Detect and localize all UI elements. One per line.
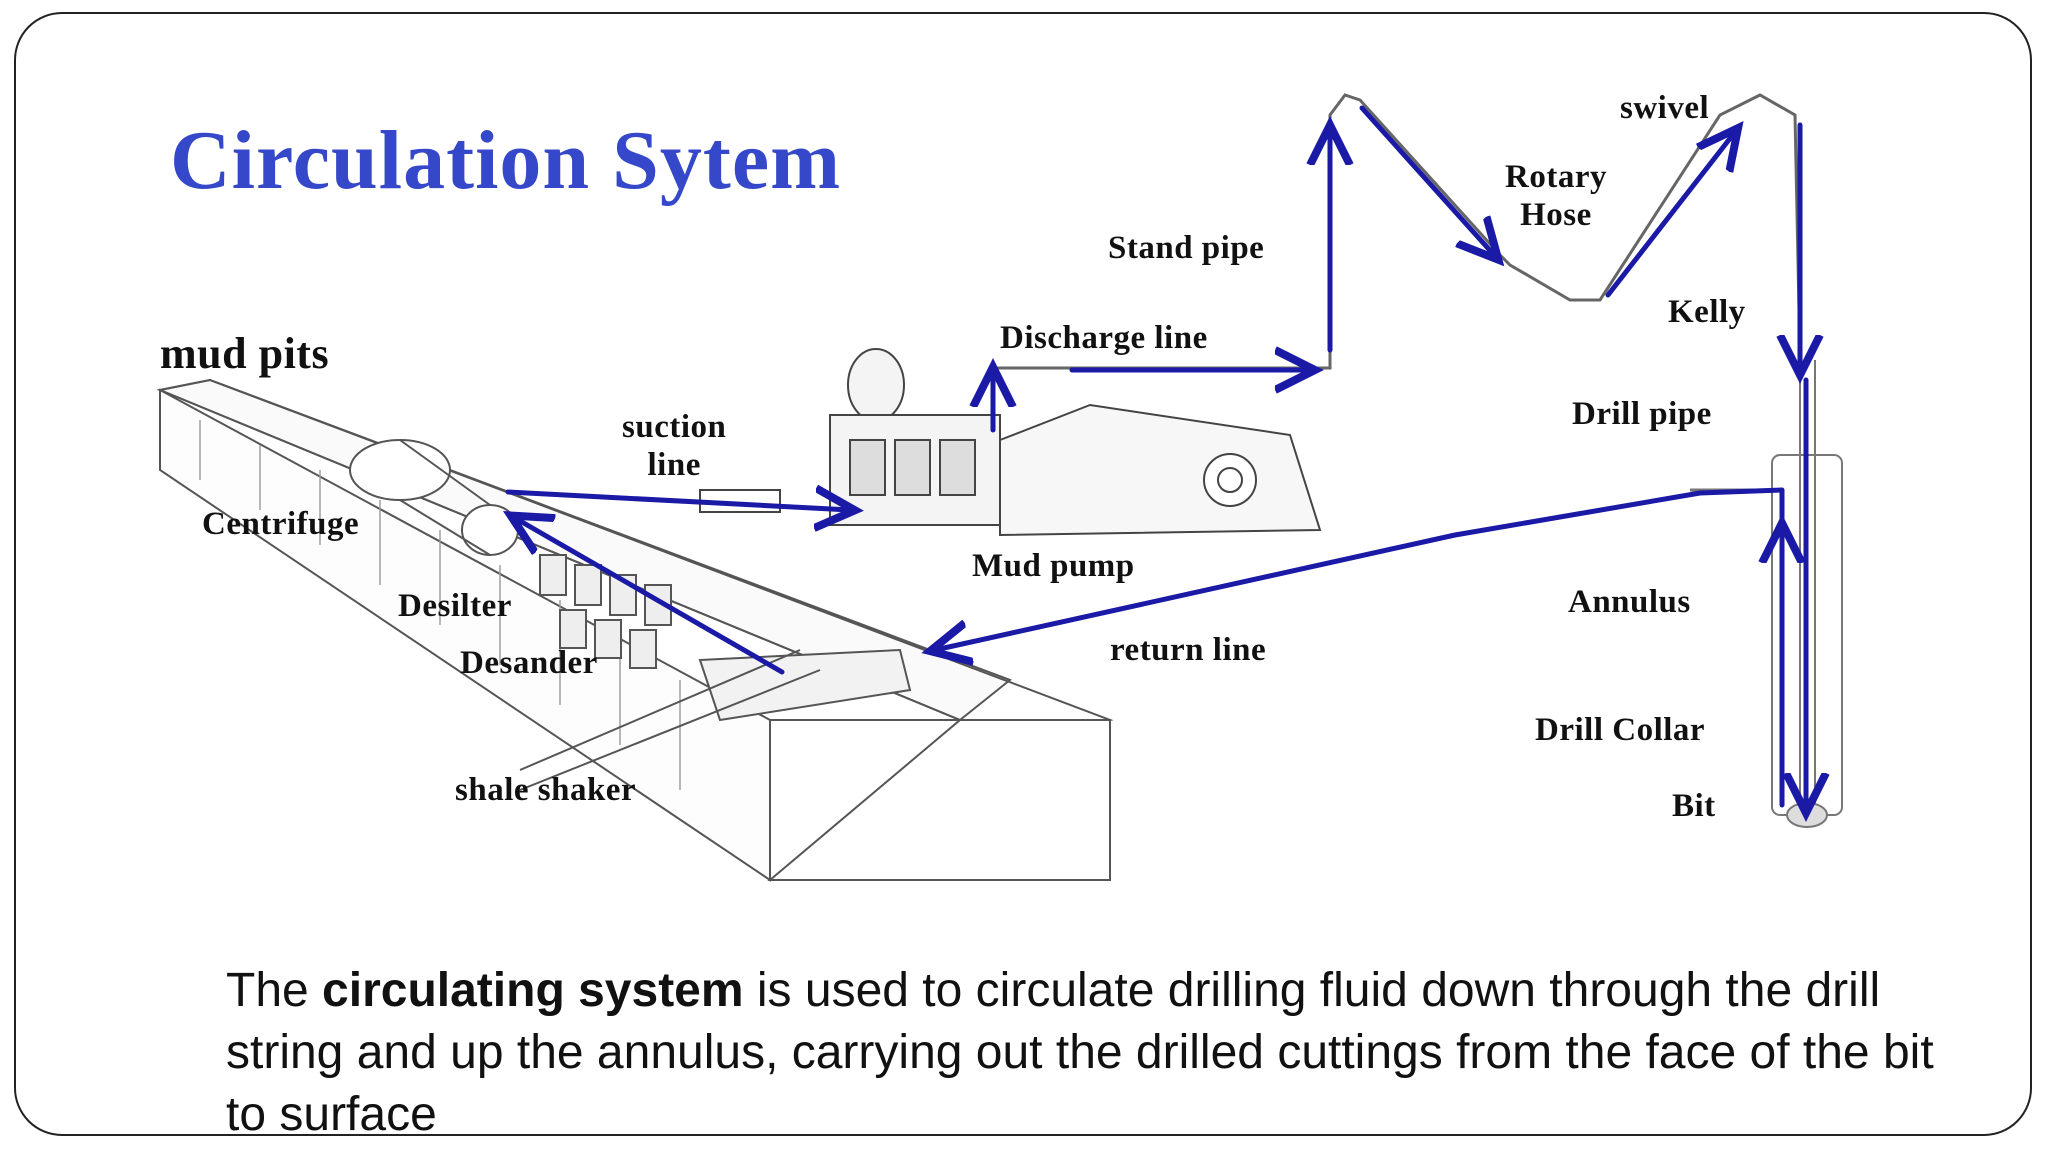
label-mud-pump: Mud pump — [972, 548, 1135, 584]
label-desander: Desander — [460, 645, 598, 681]
label-shale-shaker: shale shaker — [455, 772, 637, 808]
label-desilter: Desilter — [398, 588, 512, 624]
mud-pits-tank — [156, 378, 1114, 882]
hose-down-arrow — [1359, 105, 1495, 256]
label-kelly: Kelly — [1668, 294, 1746, 330]
wellbore — [1690, 360, 1843, 828]
label-centrifuge: Centrifuge — [202, 506, 360, 542]
label-rotary-hose-1: Rotary — [1505, 159, 1607, 195]
flow-arrows — [505, 105, 1806, 808]
label-suction-line-1: suction — [622, 409, 727, 445]
label-suction-line: suction line — [622, 408, 726, 484]
suction-arrow — [505, 492, 850, 510]
label-annulus: Annulus — [1568, 584, 1691, 620]
hose-up-arrow — [1605, 132, 1735, 298]
label-discharge-line: Discharge line — [1000, 320, 1208, 356]
label-mud-pits: mud pits — [160, 329, 330, 378]
caption-post: is used to circulate drilling fluid down… — [226, 964, 1934, 1141]
mud-pump — [699, 348, 1322, 537]
label-stand-pipe: Stand pipe — [1108, 230, 1265, 266]
label-swivel: swivel — [1620, 90, 1710, 126]
label-bit: Bit — [1672, 788, 1716, 824]
label-rotary-hose: Rotary Hose — [1505, 158, 1607, 234]
caption-pre: The — [226, 964, 323, 1017]
label-drill-pipe: Drill pipe — [1572, 396, 1712, 432]
caption-bold: circulating system — [322, 964, 744, 1017]
label-drill-collar: Drill Collar — [1535, 712, 1706, 748]
caption-text: The circulating system is used to circul… — [226, 960, 1966, 1146]
label-return-line: return line — [1110, 632, 1267, 668]
label-suction-line-2: line — [647, 447, 701, 483]
label-rotary-hose-2: Hose — [1520, 197, 1592, 233]
pits-arrow — [515, 518, 785, 675]
slide-title: Circulation Sytem — [170, 114, 842, 207]
rig-piping — [990, 93, 1802, 370]
return-arrow — [935, 487, 1785, 650]
